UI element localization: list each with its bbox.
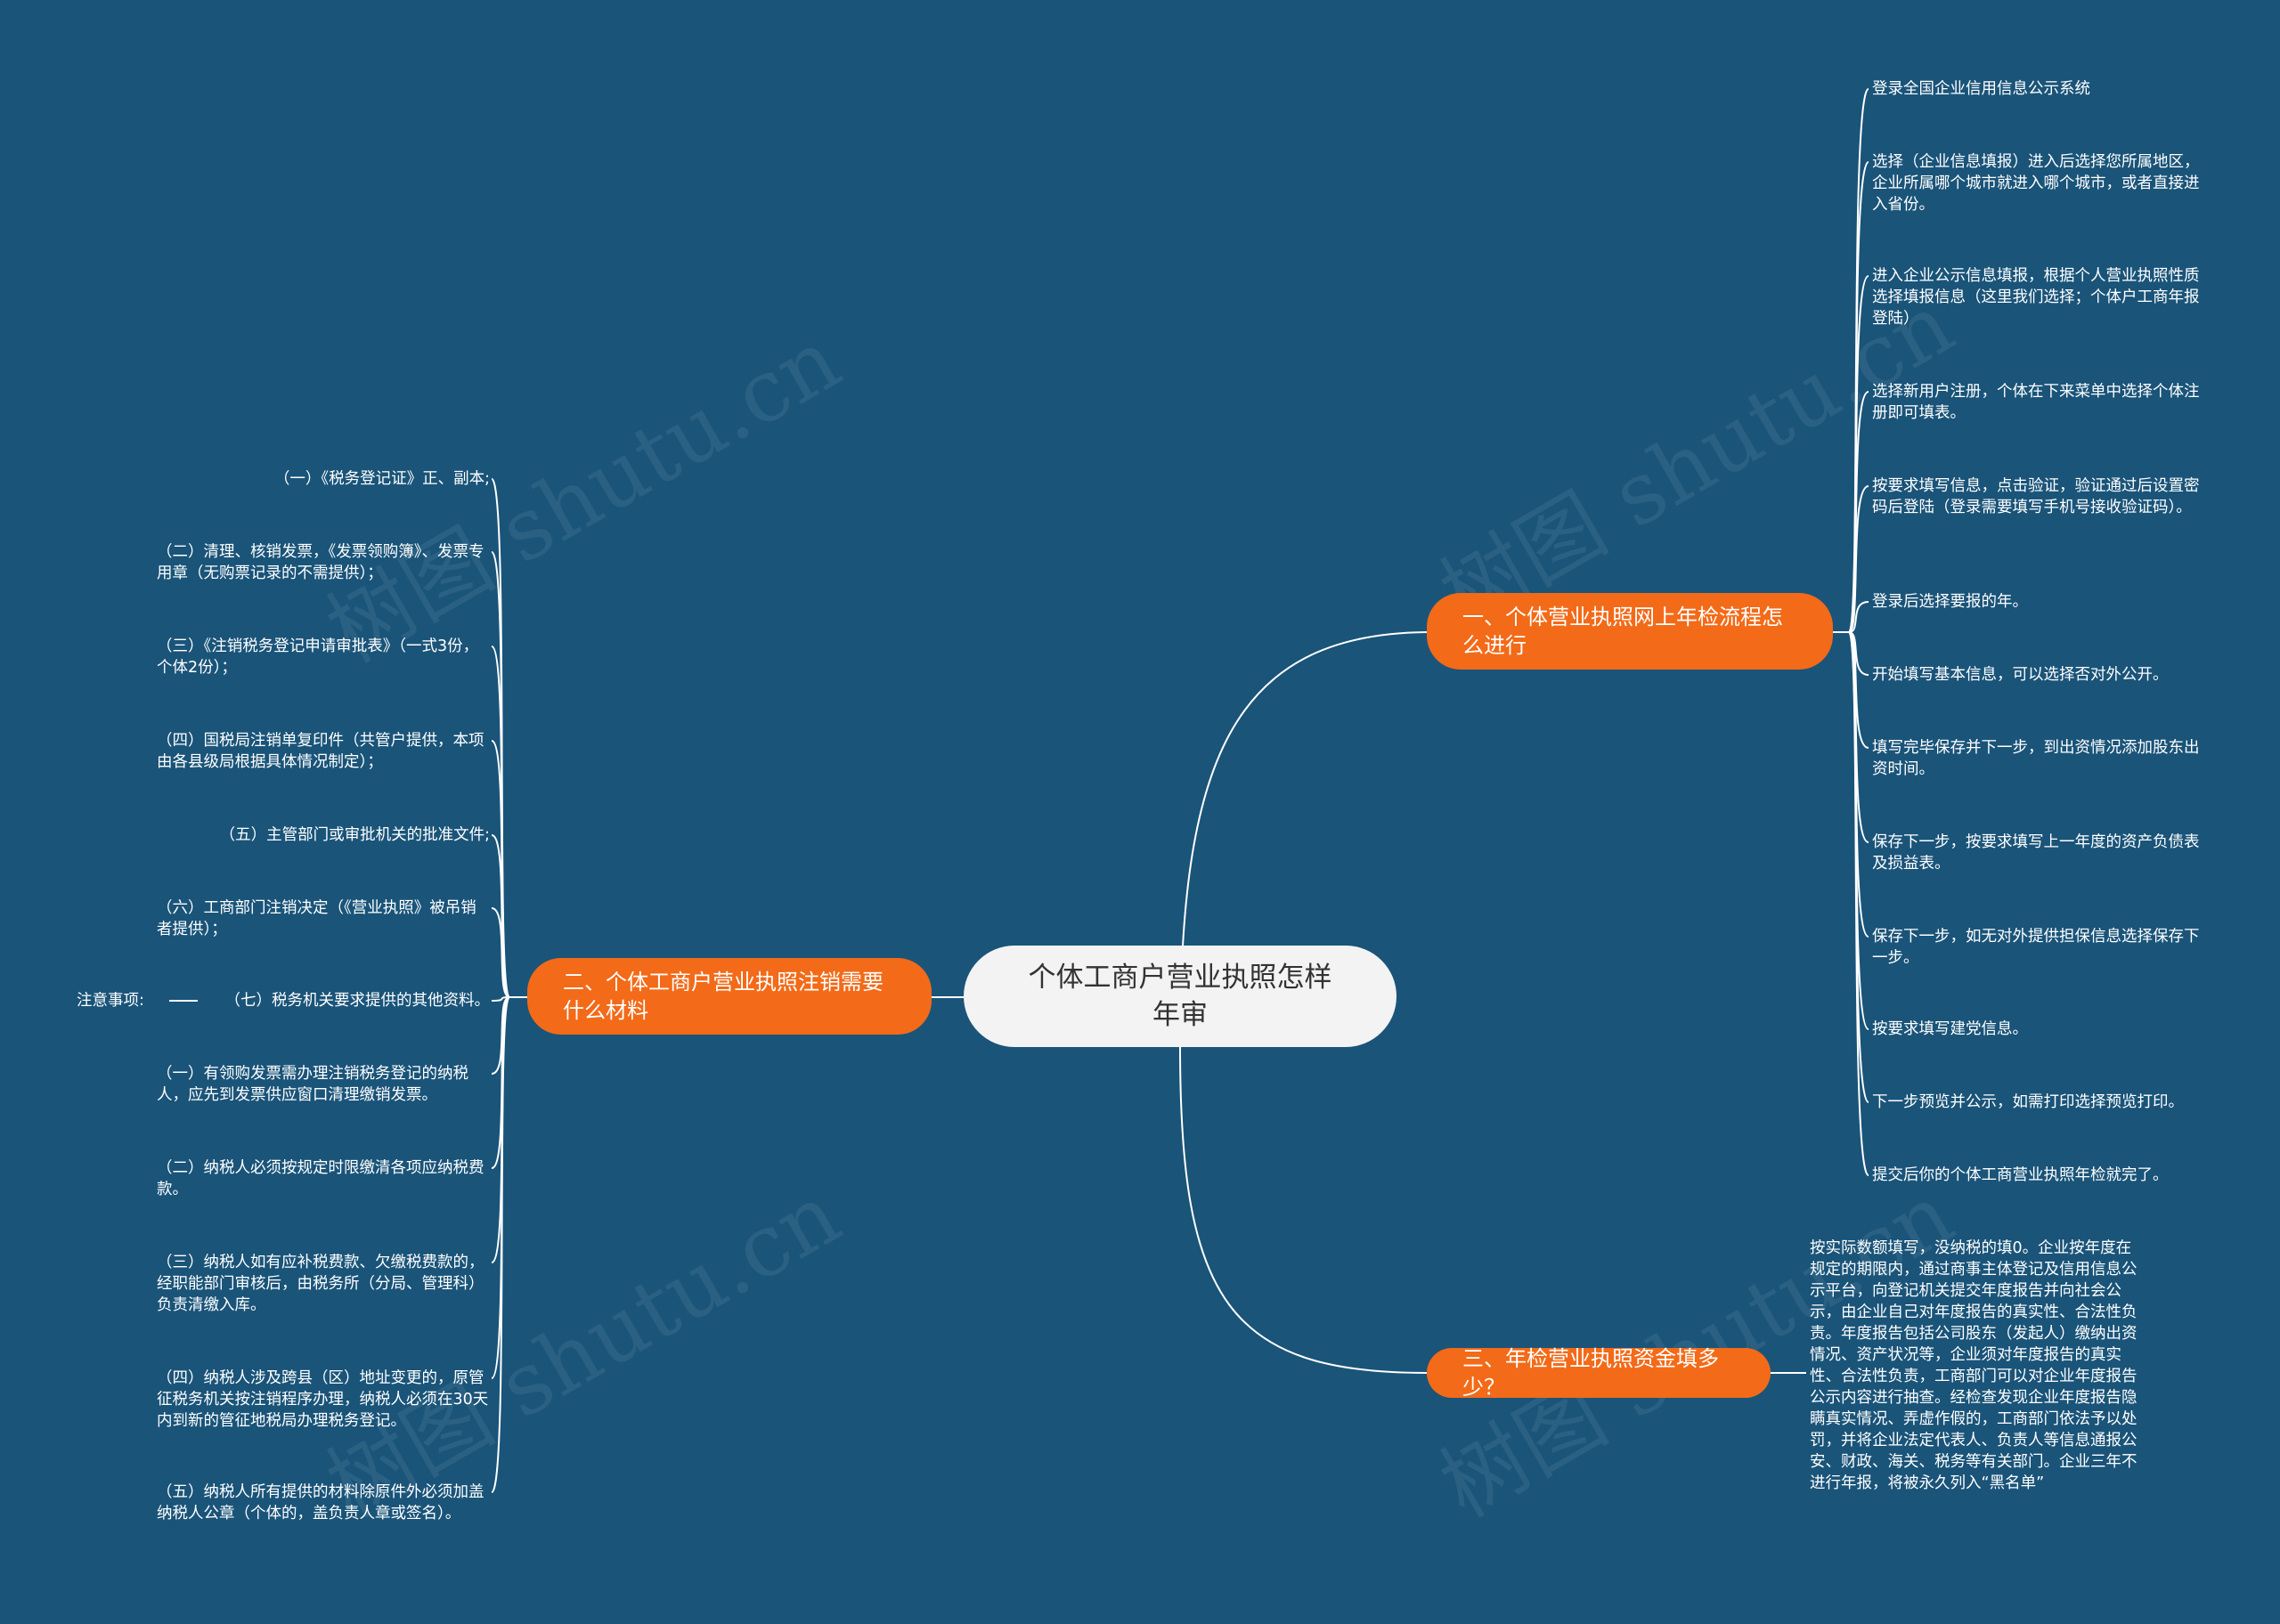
- leaf-item: （二）纳税人必须按规定时限缴清各项应纳税费款。: [157, 1159, 484, 1198]
- connector-branch2-leaf-4: [491, 834, 510, 998]
- leaf-item: （四）纳税人涉及跨县（区）地址变更的，原管征税务机关按注销程序办理，纳税人必须在…: [157, 1369, 489, 1430]
- connector-branch1-leaf-1: [1848, 161, 1869, 633]
- connector-root-branch3: [1179, 1046, 1428, 1374]
- leaf-item: （五）主管部门或审批机关的批准文件;: [219, 826, 490, 844]
- leaf-item: 登录全国企业信用信息公示系统: [1872, 80, 2090, 98]
- connector-branch1-leaf-0: [1848, 88, 1869, 633]
- root-topic[interactable]: 个体工商户营业执照怎样年审: [964, 946, 1396, 1047]
- connector-branch1-leaf-10: [1848, 631, 1869, 1030]
- connector-branch1-leaf-6: [1848, 631, 1869, 676]
- connector-branch2-leaf-8: [491, 996, 510, 1169]
- leaf-item: （四）国税局注销单复印件（共管户提供，本项由各县级局根据具体情况制定）；: [157, 732, 484, 771]
- leaf-item: （五）纳税人所有提供的材料除原件外必须加盖纳税人公章（个体的，盖负责人章或签名）…: [157, 1483, 484, 1522]
- connector-root-branch1: [1179, 631, 1428, 1048]
- leaf-item: 保存下一步，按要求填写上一年度的资产负债表及损益表。: [1872, 833, 2200, 873]
- connector-branch2-leaf-5: [491, 907, 510, 998]
- connector-branch1-leaf-5: [1848, 601, 1869, 633]
- connector-branch2-leaf-11: [491, 996, 510, 1493]
- note-label: 注意事项:: [77, 992, 144, 1010]
- leaf-item: 保存下一步，如无对外提供担保信息选择保存下一步。: [1872, 928, 2200, 967]
- leaf-item: 选择新用户注册，个体在下来菜单中选择个体注册即可填表。: [1872, 383, 2200, 422]
- leaf-item: 按实际数额填写，没纳税的填0。企业按年度在规定的期限内，通过商事主体登记及信用信…: [1810, 1239, 2138, 1492]
- connector-branch1-leaf-2: [1848, 275, 1869, 633]
- leaf-item: （一）有领购发票需办理注销税务登记的纳税人，应先到发票供应窗口清理缴销发票。: [157, 1065, 468, 1104]
- leaf-item: （三）《注销税务登记申请审批表》（一式3份，个体2份）；: [157, 637, 479, 677]
- leaf-item: 填写完毕保存并下一步，到出资情况添加股东出资时间。: [1872, 739, 2200, 778]
- leaf-item: （三）纳税人如有应补税费款、欠缴税费款的，经职能部门审核后，由税务所（分局、管理…: [157, 1254, 484, 1314]
- leaf-item: （七）税务机关要求提供的其他资料。: [224, 992, 491, 1010]
- branch-label: 二、个体工商户营业执照注销需要什么材料: [563, 970, 884, 1023]
- branch-label: 一、个体营业执照网上年检流程怎么进行: [1462, 605, 1783, 658]
- leaf-item: 选择（企业信息填报）进入后选择您所属地区，企业所属哪个城市就进入哪个城市，或者直…: [1872, 153, 2200, 214]
- root-topic-label: 个体工商户营业执照怎样年审: [1028, 962, 1332, 1031]
- leaf-item: 进入企业公示信息填报，根据个人营业执照性质选择填报信息（这里我们选择；个体户工商…: [1872, 267, 2200, 328]
- connector-branch1-leaf-8: [1848, 631, 1869, 843]
- leaf-item: （二）清理、核销发票，《发票领购簿》、发票专用章（无购票记录的不需提供）；: [157, 543, 484, 582]
- leaf-item: 提交后你的个体工商营业执照年检就完了。: [1872, 1166, 2169, 1184]
- leaf-item: 开始填写基本信息，可以选择否对外公开。: [1872, 666, 2169, 684]
- connector-branch1-leaf-12: [1848, 631, 1869, 1176]
- branch-cancellation-materials[interactable]: 二、个体工商户营业执照注销需要什么材料: [527, 958, 932, 1035]
- connector-branch1-leaf-9: [1848, 631, 1869, 938]
- leaf-item: 下一步预览并公示，如需打印选择预览打印。: [1872, 1093, 2184, 1111]
- leaf-item: 按要求填写建党信息。: [1872, 1020, 2028, 1038]
- leaf-item: 按要求填写信息，点击验证，验证通过后设置密码后登陆（登录需要填写手机号接收验证码…: [1872, 477, 2200, 516]
- leaf-item: 登录后选择要报的年。: [1872, 593, 2028, 611]
- branch-online-annual-check[interactable]: 一、个体营业执照网上年检流程怎么进行: [1427, 593, 1833, 670]
- leaf-item: （一）《税务登记证》正、副本;: [273, 470, 490, 488]
- leaf-item: （六）工商部门注销决定（《营业执照》被吊销者提供）；: [157, 899, 476, 938]
- connector-branch1-leaf-4: [1848, 485, 1869, 633]
- branch-label: 三、年检营业执照资金填多少？: [1462, 1346, 1719, 1400]
- branch-capital-amount[interactable]: 三、年检营业执照资金填多少？: [1427, 1346, 1771, 1400]
